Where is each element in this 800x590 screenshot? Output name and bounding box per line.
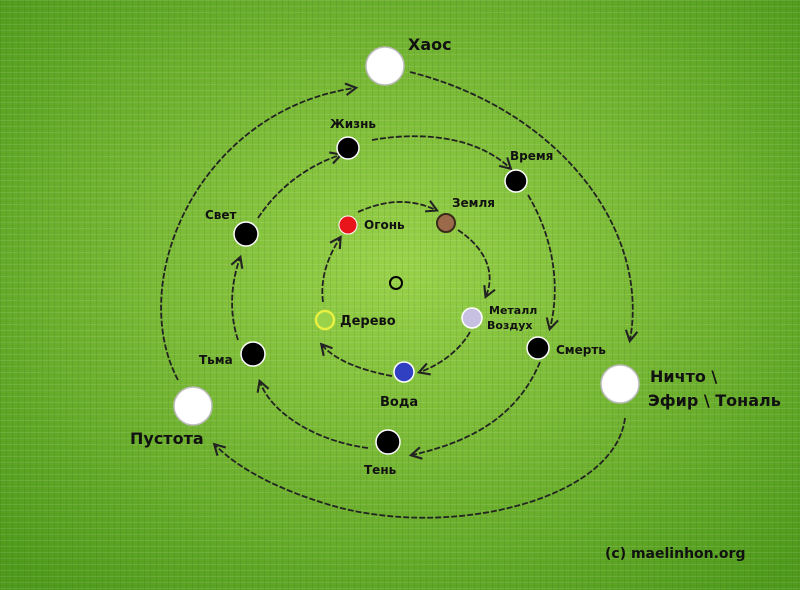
node-darkness[interactable] xyxy=(240,341,266,367)
label-life: Жизнь xyxy=(330,117,376,131)
label-metal-line2: Воздух xyxy=(487,319,532,332)
label-nothing-line2: Эфир \ Тональ xyxy=(648,391,781,410)
node-time[interactable] xyxy=(504,169,528,193)
label-water: Вода xyxy=(380,395,418,410)
node-fire[interactable] xyxy=(338,215,358,235)
label-shadow: Тень xyxy=(364,463,397,477)
arrow-void-to-chaos xyxy=(160,82,359,381)
label-void: Пустота xyxy=(130,429,204,448)
arrow-water-to-wood xyxy=(319,342,393,377)
arrow-chaos-to-nothing xyxy=(409,71,639,344)
label-nothing-line1: Ничто \ xyxy=(650,367,717,386)
arrow-death-to-shadow xyxy=(408,361,541,460)
label-fire: Огонь xyxy=(364,218,405,232)
arrow-time-to-death xyxy=(527,194,559,332)
label-earth: Земля xyxy=(452,196,495,210)
label-wood: Дерево xyxy=(340,314,396,329)
arrow-wood-to-fire xyxy=(321,235,342,303)
nodes xyxy=(173,46,640,455)
node-life[interactable] xyxy=(336,136,360,160)
node-shadow[interactable] xyxy=(375,429,401,455)
node-chaos[interactable] xyxy=(365,46,405,86)
node-light[interactable] xyxy=(233,221,259,247)
outer-cycle-arrows xyxy=(160,71,639,519)
node-death[interactable] xyxy=(526,336,550,360)
label-light: Свет xyxy=(205,208,237,222)
arrow-fire-to-earth xyxy=(357,200,440,213)
arrow-shadow-to-darkness xyxy=(256,378,369,449)
middle-cycle-arrows xyxy=(230,135,559,460)
label-death: Смерть xyxy=(556,343,606,357)
node-center[interactable] xyxy=(389,276,403,290)
node-water[interactable] xyxy=(393,361,415,383)
arrow-darkness-to-light xyxy=(230,254,244,341)
node-nothing[interactable] xyxy=(600,364,640,404)
node-metal[interactable] xyxy=(461,307,483,329)
inner-cycle-arrows xyxy=(319,200,496,377)
arrow-life-to-time xyxy=(371,135,513,171)
arrow-nothing-to-void xyxy=(212,417,626,519)
label-darkness: Тьма xyxy=(199,353,233,367)
node-wood[interactable] xyxy=(314,309,336,331)
label-chaos: Хаос xyxy=(408,35,452,54)
node-earth[interactable] xyxy=(436,213,456,233)
copyright-text: (c) maelinhon.org xyxy=(605,546,745,562)
arrow-earth-to-metal xyxy=(457,229,496,300)
node-void[interactable] xyxy=(173,386,213,426)
arrow-light-to-life xyxy=(257,151,344,219)
label-metal-line1: Металл xyxy=(489,304,537,317)
arrow-metal-to-water xyxy=(416,331,471,376)
label-time: Время xyxy=(510,149,553,163)
labels: Хаос Жизнь Время Свет Огонь Земля Дерево… xyxy=(130,35,781,562)
